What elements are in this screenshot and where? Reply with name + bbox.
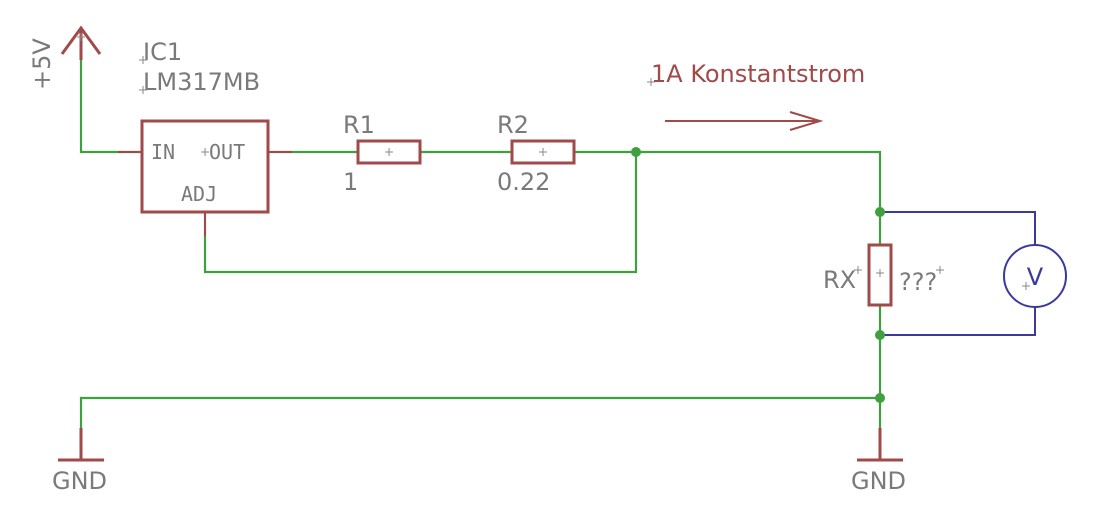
ic1-regulator: IN OUT ADJ IC1 LM317MB bbox=[118, 38, 292, 236]
r2-name: R2 bbox=[497, 111, 529, 139]
annotation-text: 1A Konstantstrom bbox=[651, 60, 865, 88]
ic1-value: LM317MB bbox=[143, 68, 260, 96]
supply-label: +5V bbox=[28, 38, 56, 90]
junction-dot bbox=[631, 147, 641, 157]
origin-cross-icon bbox=[385, 148, 393, 156]
junctions bbox=[631, 147, 885, 403]
origin-cross-icon bbox=[77, 33, 85, 41]
r2-value: 0.22 bbox=[497, 168, 550, 196]
gnd-left: GND bbox=[52, 428, 107, 495]
rx-body bbox=[867, 243, 893, 307]
ic1-pin-out: OUT bbox=[209, 140, 245, 164]
voltmeter-icon bbox=[1003, 244, 1067, 308]
supply-symbol: +5V bbox=[28, 25, 102, 90]
ic1-pin-in: IN bbox=[151, 140, 175, 164]
junction-dot bbox=[875, 393, 885, 403]
origin-markers bbox=[77, 33, 1030, 290]
voltmeter-label: V bbox=[1027, 263, 1044, 291]
r2-body bbox=[510, 139, 576, 165]
net-gnd-return bbox=[79, 396, 880, 460]
r1-name: R1 bbox=[343, 111, 375, 139]
origin-cross-icon bbox=[201, 148, 209, 156]
gnd-right: GND bbox=[851, 428, 906, 495]
origin-cross-icon bbox=[854, 266, 862, 274]
junction-dot bbox=[875, 330, 885, 340]
rx-value: ??? bbox=[899, 268, 937, 296]
ic1-name: IC1 bbox=[143, 38, 182, 66]
meter-net-bottom bbox=[880, 308, 1036, 336]
net-r2-to-load bbox=[574, 150, 882, 245]
junction-dot bbox=[875, 207, 885, 217]
origin-cross-icon bbox=[539, 148, 547, 156]
current-annotation: 1A Konstantstrom bbox=[651, 60, 865, 131]
r1-value: 1 bbox=[343, 168, 358, 196]
ic1-pin-adj: ADJ bbox=[181, 182, 217, 206]
net-supply-to-in bbox=[79, 37, 142, 154]
origin-cross-icon bbox=[1022, 282, 1030, 290]
voltmeter: V bbox=[1003, 244, 1067, 308]
origin-cross-icon bbox=[139, 56, 147, 64]
meter-net-top bbox=[880, 211, 1036, 245]
origin-cross-icon bbox=[936, 266, 944, 274]
nets bbox=[79, 37, 882, 460]
resistor-r2: R2 0.22 bbox=[497, 111, 576, 196]
gnd-left-label: GND bbox=[52, 467, 107, 495]
origin-cross-icon bbox=[647, 78, 655, 86]
r1-body bbox=[356, 139, 422, 165]
resistor-rx: RX ??? bbox=[823, 243, 937, 307]
origin-cross-icon bbox=[139, 86, 147, 94]
net-adj-feedback bbox=[203, 152, 638, 274]
resistor-r1: R1 1 bbox=[343, 111, 422, 196]
origin-cross-icon bbox=[876, 269, 884, 277]
meter-nets bbox=[880, 211, 1036, 336]
gnd-right-label: GND bbox=[851, 467, 906, 495]
rx-name: RX bbox=[823, 266, 856, 294]
